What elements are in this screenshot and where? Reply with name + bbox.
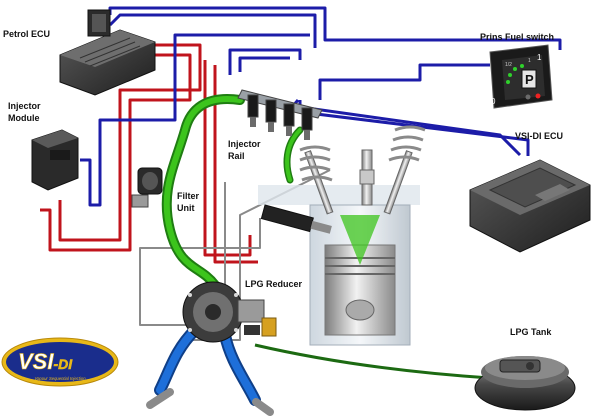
switch-scale-low: 0 bbox=[491, 97, 496, 106]
prins-fuel-switch: P 0 1 1/2 1 bbox=[489, 44, 553, 109]
switch-mode-letter: P bbox=[525, 72, 534, 87]
labels: Petrol ECU Injector Module Injector Rail… bbox=[3, 29, 563, 337]
label-vsi-di-ecu: VSI-DI ECU bbox=[515, 131, 563, 141]
filter-unit bbox=[131, 167, 163, 208]
label-injector-rail-line1: Injector bbox=[228, 139, 261, 149]
label-lpg-reducer: LPG Reducer bbox=[245, 279, 303, 289]
vsi-di-ecu bbox=[469, 159, 591, 253]
engine-cylinder bbox=[258, 125, 426, 346]
switch-scale-high: 1 bbox=[537, 53, 542, 62]
petrol-ecu bbox=[59, 9, 156, 96]
switch-gauge-right: 1 bbox=[528, 58, 531, 64]
vsi-di-logo: VSI-DI Vapour Sequential Injection bbox=[1, 337, 119, 387]
label-petrol-ecu: Petrol ECU bbox=[3, 29, 50, 39]
lpg-reducer bbox=[182, 281, 277, 343]
label-injector-module-line1: Injector bbox=[8, 101, 41, 111]
label-filter-unit-line2: Unit bbox=[177, 203, 195, 213]
tank-line bbox=[254, 343, 491, 380]
injector-rail bbox=[237, 89, 323, 140]
label-filter-unit-line1: Filter bbox=[177, 191, 200, 201]
lpg-tank bbox=[474, 356, 576, 411]
label-lpg-tank: LPG Tank bbox=[510, 327, 552, 337]
logo-main: VSI-DI bbox=[18, 349, 73, 374]
label-prins-fuel-switch: Prins Fuel switch bbox=[480, 32, 554, 42]
red-wires bbox=[40, 43, 258, 264]
label-injector-module-line2: Module bbox=[8, 113, 40, 123]
logo-tagline: Vapour Sequential Injection bbox=[34, 376, 86, 381]
injector-module bbox=[31, 129, 79, 191]
label-injector-rail-line2: Rail bbox=[228, 151, 245, 161]
hoses bbox=[146, 94, 491, 416]
switch-gauge-left: 1/2 bbox=[505, 62, 512, 68]
